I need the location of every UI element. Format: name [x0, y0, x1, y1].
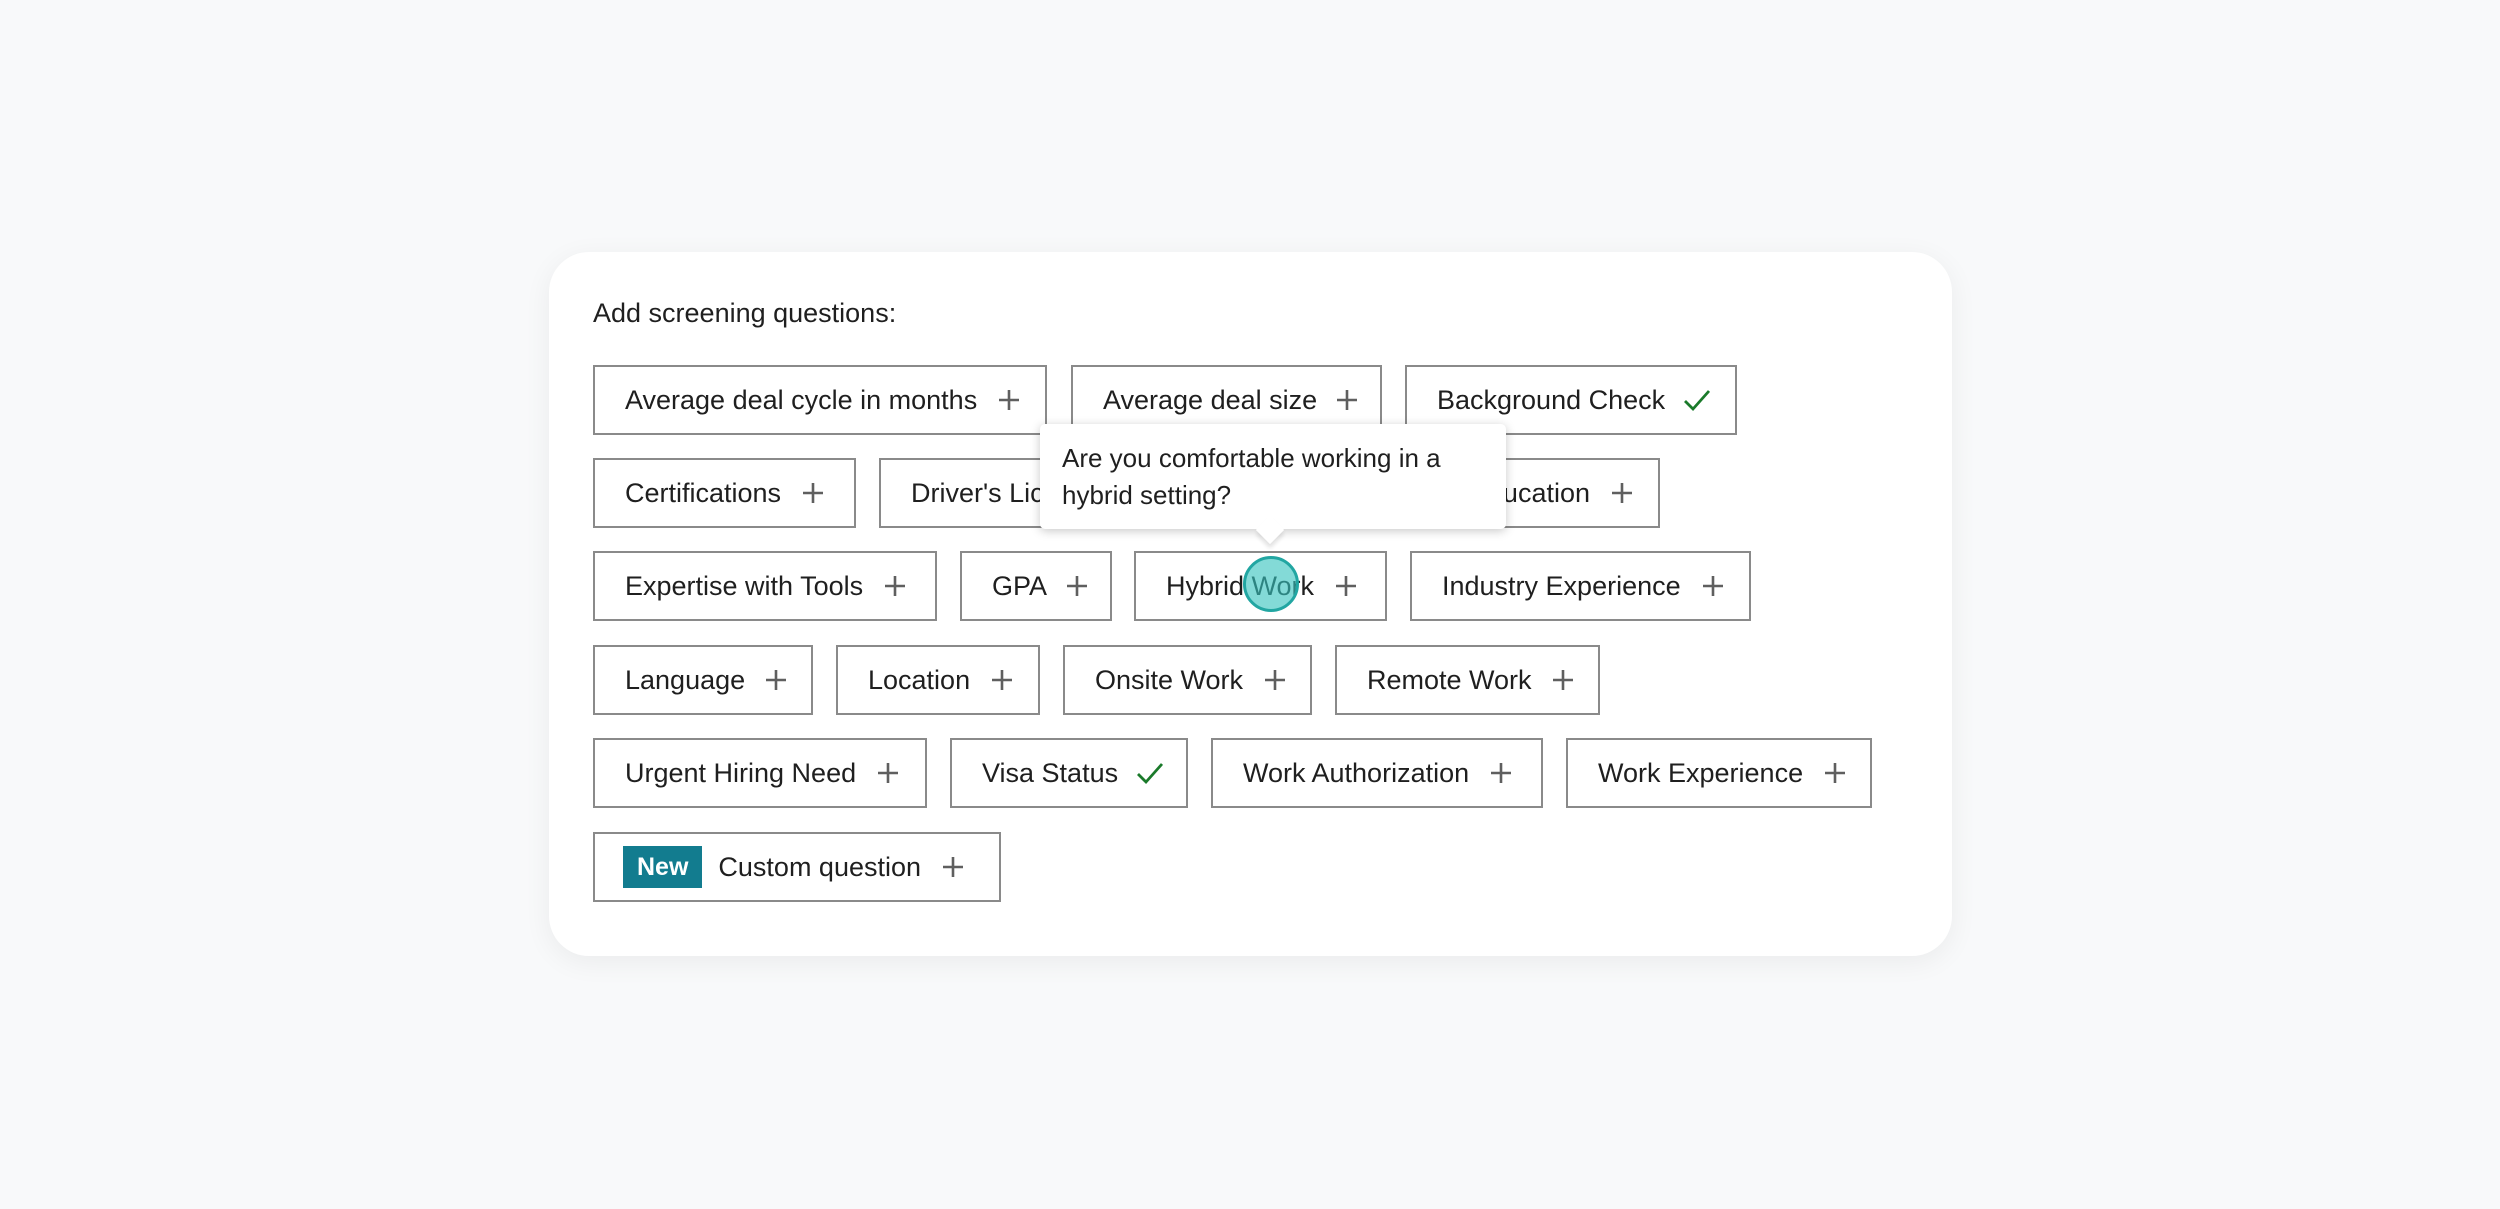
plus-icon — [799, 479, 827, 507]
chip-label: Background Check — [1437, 384, 1666, 415]
chip-visa-status[interactable]: Visa Status — [950, 738, 1188, 808]
chip-location[interactable]: Location — [836, 645, 1040, 715]
new-badge: New — [623, 846, 703, 888]
chip-expertise-with-tools[interactable]: Expertise with Tools — [593, 551, 937, 621]
chip-label: Average deal cycle in months — [625, 384, 978, 415]
chip-label: GPA — [992, 570, 1048, 601]
chip-label: Certifications — [625, 477, 782, 508]
chip-label: Expertise with Tools — [625, 570, 864, 601]
plus-icon — [1608, 479, 1636, 507]
screening-questions-card: Add screening questions: Average deal cy… — [549, 252, 1952, 956]
section-heading: Add screening questions: — [593, 298, 897, 328]
plus-icon — [874, 759, 902, 787]
chip-gpa[interactable]: GPA — [960, 551, 1112, 621]
plus-icon — [763, 666, 789, 694]
chip-industry-experience[interactable]: Industry Experience — [1410, 551, 1751, 621]
chip-label: Custom question — [718, 851, 922, 882]
chip-urgent-hiring-need[interactable]: Urgent Hiring Need — [593, 738, 927, 808]
chip-label: Language — [625, 664, 746, 695]
plus-icon — [1550, 666, 1576, 694]
chip-custom-question[interactable]: New Custom question — [593, 832, 1001, 902]
plus-icon — [1261, 666, 1288, 694]
chip-label: Work Experience — [1598, 757, 1804, 788]
plus-icon — [988, 666, 1016, 694]
chip-certifications[interactable]: Certifications — [593, 458, 856, 528]
chip-onsite-work[interactable]: Onsite Work — [1063, 645, 1312, 715]
chip-average-deal-size[interactable]: Average deal size — [1071, 365, 1382, 435]
chip-label: Visa Status — [982, 757, 1119, 788]
chip-label: Work Authorization — [1243, 757, 1470, 788]
tooltip-arrow — [1255, 515, 1285, 545]
chip-work-experience[interactable]: Work Experience — [1566, 738, 1872, 808]
chip-label: Hybrid Work — [1166, 570, 1315, 601]
checkmark-icon — [1683, 386, 1711, 414]
chip-remote-work[interactable]: Remote Work — [1335, 645, 1600, 715]
plus-icon — [995, 386, 1023, 414]
tooltip-text: Are you comfortable working in a hybrid … — [1062, 443, 1441, 510]
plus-icon — [1335, 386, 1359, 414]
chip-label: Location — [868, 664, 971, 695]
chip-label: Average deal size — [1103, 384, 1318, 415]
chip-label: Remote Work — [1367, 664, 1532, 695]
hybrid-work-tooltip: Are you comfortable working in a hybrid … — [1040, 424, 1506, 545]
chip-hybrid-work[interactable]: Hybrid Work — [1134, 551, 1387, 621]
chip-background-check[interactable]: Background Check — [1405, 365, 1737, 435]
plus-icon — [1487, 759, 1515, 787]
chip-average-deal-cycle[interactable]: Average deal cycle in months — [593, 365, 1047, 435]
plus-icon — [1821, 759, 1848, 787]
chip-label: Industry Experience — [1442, 570, 1681, 601]
plus-icon — [1065, 572, 1089, 600]
chip-work-authorization[interactable]: Work Authorization — [1211, 738, 1543, 808]
chip-label: Urgent Hiring Need — [625, 757, 857, 788]
plus-icon — [1332, 572, 1360, 600]
plus-icon — [881, 572, 909, 600]
chip-label: Onsite Work — [1095, 664, 1244, 695]
plus-icon — [939, 853, 967, 881]
checkmark-icon — [1136, 759, 1164, 787]
plus-icon — [1699, 572, 1727, 600]
chip-language[interactable]: Language — [593, 645, 813, 715]
